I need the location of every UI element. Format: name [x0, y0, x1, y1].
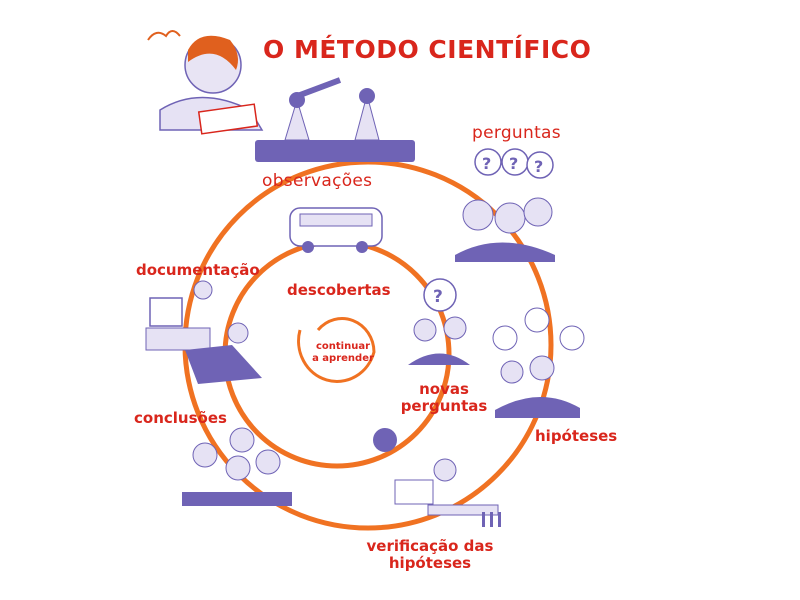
label-continuar-aprender: continuar a aprender [303, 341, 383, 364]
boy-reading-illustration [147, 30, 264, 135]
label-verificacao: verificação das hipóteses [355, 537, 505, 573]
label-continuar-line1: continuar [315, 341, 371, 352]
center-spiral [297, 316, 376, 383]
bus-illustration [289, 207, 383, 253]
svg-text:?: ? [509, 154, 518, 173]
documentation-illustration [145, 280, 262, 384]
svg-text:?: ? [534, 157, 543, 176]
new-questions-illustration: ? [408, 278, 470, 365]
hypotheses-illustration [492, 307, 585, 418]
conclusions-illustration [182, 427, 292, 506]
verification-illustration [373, 428, 501, 527]
label-novas-perguntas: novas perguntas [400, 380, 488, 416]
page-title: O MÉTODO CIENTÍFICO [263, 35, 592, 64]
label-conclusoes: conclusões [134, 409, 227, 427]
label-verificacao-line2: hipóteses [388, 554, 472, 573]
observations-illustration [255, 77, 415, 162]
svg-text:?: ? [482, 154, 491, 173]
label-descobertas: descobertas [287, 281, 391, 299]
label-documentacao: documentação [136, 261, 260, 279]
questions-illustration: ? ? ? [455, 148, 555, 262]
label-verificacao-line1: verificação das [366, 537, 494, 555]
label-novas-line1: novas [419, 380, 469, 398]
label-novas-line2: perguntas [400, 397, 488, 416]
label-observacoes: observações [262, 171, 373, 191]
svg-text:?: ? [433, 287, 443, 307]
label-perguntas: perguntas [472, 123, 561, 143]
label-hipoteses: hipóteses [535, 427, 618, 445]
label-continuar-line2: a aprender [312, 352, 374, 364]
